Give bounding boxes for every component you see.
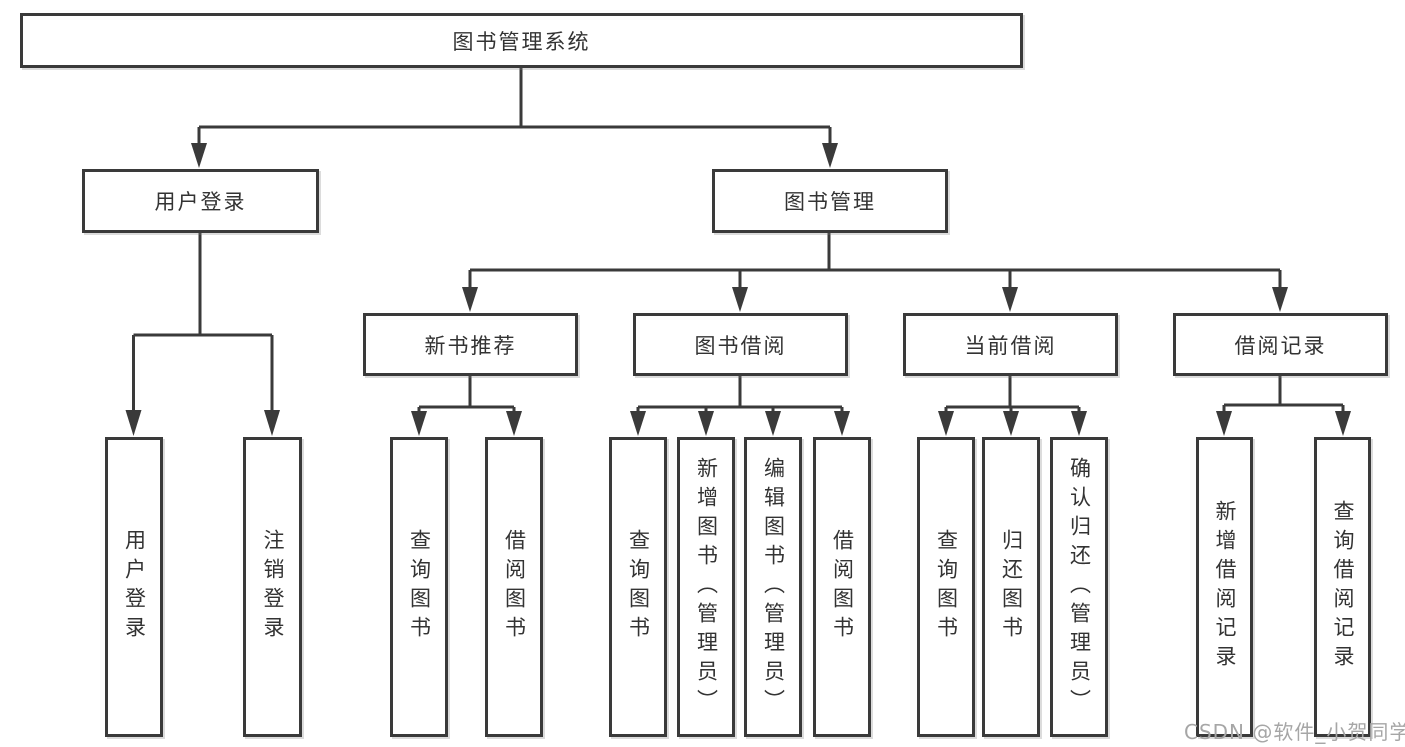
leaf-node-label: 借阅图书: [502, 529, 527, 645]
section-node-label: 当前借阅: [964, 333, 1057, 358]
leaf-node-label: 查询图书: [407, 529, 432, 645]
leaf-node-label: 查询借阅记录: [1331, 500, 1355, 674]
branch-node-user-login: 用户登录: [82, 169, 319, 233]
root-node-label: 图书管理系统: [452, 29, 591, 54]
leaf-node-label: 查询图书: [626, 529, 651, 645]
section-node-new-book-recommend: 新书推荐: [363, 313, 578, 376]
leaf-node-label: 编辑图书（管理员）: [761, 456, 786, 718]
section-node-borrow-records: 借阅记录: [1173, 313, 1388, 376]
leaf-node-label: 查询图书: [934, 529, 959, 645]
section-node-label: 图书借阅: [694, 333, 787, 358]
section-node-book-borrow: 图书借阅: [633, 313, 848, 376]
leaf-node-query-books: 查询图书: [917, 437, 975, 737]
branch-node-label: 用户登录: [154, 190, 247, 214]
leaf-node-borrow-books: 借阅图书: [485, 437, 543, 737]
leaf-node-add-books-admin: 新增图书（管理员）: [677, 437, 735, 737]
section-node-current-borrow: 当前借阅: [903, 313, 1118, 376]
section-node-label: 新书推荐: [424, 333, 517, 358]
leaf-node-label: 确认归还（管理员）: [1067, 456, 1092, 718]
leaf-node-edit-books-admin: 编辑图书（管理员）: [744, 437, 802, 737]
leaf-node-borrow-books: 借阅图书: [813, 437, 871, 737]
root-node-library-system: 图书管理系统: [20, 13, 1023, 68]
branch-node-label: 图书管理: [784, 190, 876, 214]
leaf-node-label: 注销登录: [261, 529, 285, 645]
leaf-node-label: 新增图书（管理员）: [694, 456, 719, 718]
section-node-label: 借阅记录: [1234, 333, 1327, 358]
leaf-node-add-borrow-record: 新增借阅记录: [1196, 437, 1253, 737]
leaf-node-query-books: 查询图书: [609, 437, 667, 737]
leaf-node-logout: 注销登录: [243, 437, 302, 737]
leaf-node-label: 借阅图书: [830, 529, 855, 645]
branch-node-book-management: 图书管理: [712, 169, 948, 233]
leaf-node-query-borrow-record: 查询借阅记录: [1314, 437, 1371, 737]
leaf-node-user-login: 用户登录: [105, 437, 163, 737]
csdn-watermark: CSDN @软件_小贺同学: [1184, 720, 1405, 744]
leaf-node-return-books: 归还图书: [982, 437, 1040, 737]
leaf-node-query-books: 查询图书: [390, 437, 448, 737]
leaf-node-confirm-return-admin: 确认归还（管理员）: [1050, 437, 1108, 737]
leaf-node-label: 用户登录: [122, 529, 147, 645]
arrowheads: [125, 143, 1351, 436]
leaf-node-label: 归还图书: [999, 529, 1024, 645]
leaf-node-label: 新增借阅记录: [1213, 500, 1237, 674]
